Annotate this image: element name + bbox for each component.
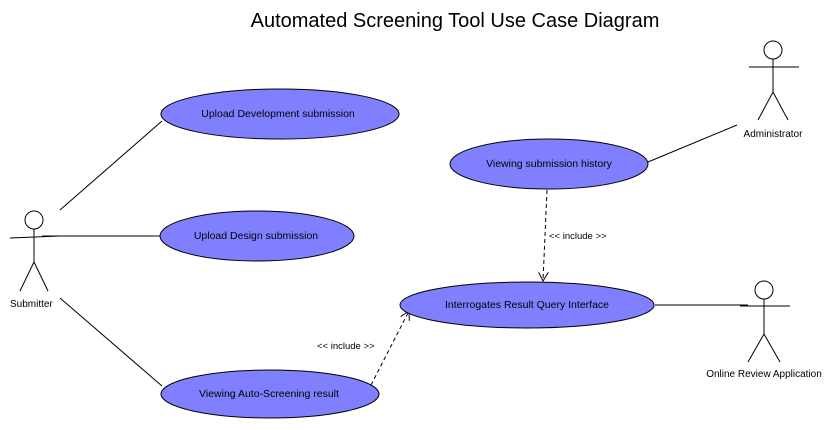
actor-submitter[interactable]: Submitter [9, 210, 61, 310]
association-submitter-viewing-auto-screening [59, 297, 163, 387]
use-case-upload-development[interactable]: Upload Development submission [160, 88, 400, 140]
actor-label: Submitter [10, 299, 53, 310]
stick-figure-icon [749, 40, 799, 121]
actor-administrator[interactable]: Administrator [744, 40, 804, 140]
include-arrow-auto-screening-to-query [370, 311, 409, 386]
stick-figure-icon [9, 210, 61, 292]
use-case-upload-design[interactable]: Upload Design submission [159, 210, 355, 262]
use-case-interrogates-query[interactable]: Interrogates Result Query Interface [399, 281, 655, 329]
actor-label: Online Review Application [706, 369, 822, 380]
use-case-label: Upload Design submission [194, 230, 318, 242]
diagram-title: Automated Screening Tool Use Case Diagra… [250, 10, 660, 32]
association-submitter-upload-development [59, 120, 163, 211]
use-case-viewing-history[interactable]: Viewing submission history [449, 138, 649, 190]
association-administrator-viewing-history [647, 124, 738, 163]
actor-label: Administrator [744, 129, 804, 140]
use-case-label: Upload Development submission [201, 108, 355, 120]
include-label-auto-screening: << include >> [317, 341, 375, 352]
actor-online-review-application[interactable]: Online Review Application [706, 280, 822, 380]
use-case-label: Interrogates Result Query Interface [445, 299, 609, 311]
use-case-label: Viewing submission history [486, 158, 613, 170]
include-label-history: << include >> [549, 231, 607, 242]
include-arrow-history-to-query [543, 189, 547, 281]
use-case-viewing-auto-screening[interactable]: Viewing Auto-Screening result [160, 369, 380, 419]
use-case-label: Viewing Auto-Screening result [199, 388, 339, 400]
stick-figure-icon [740, 280, 790, 363]
